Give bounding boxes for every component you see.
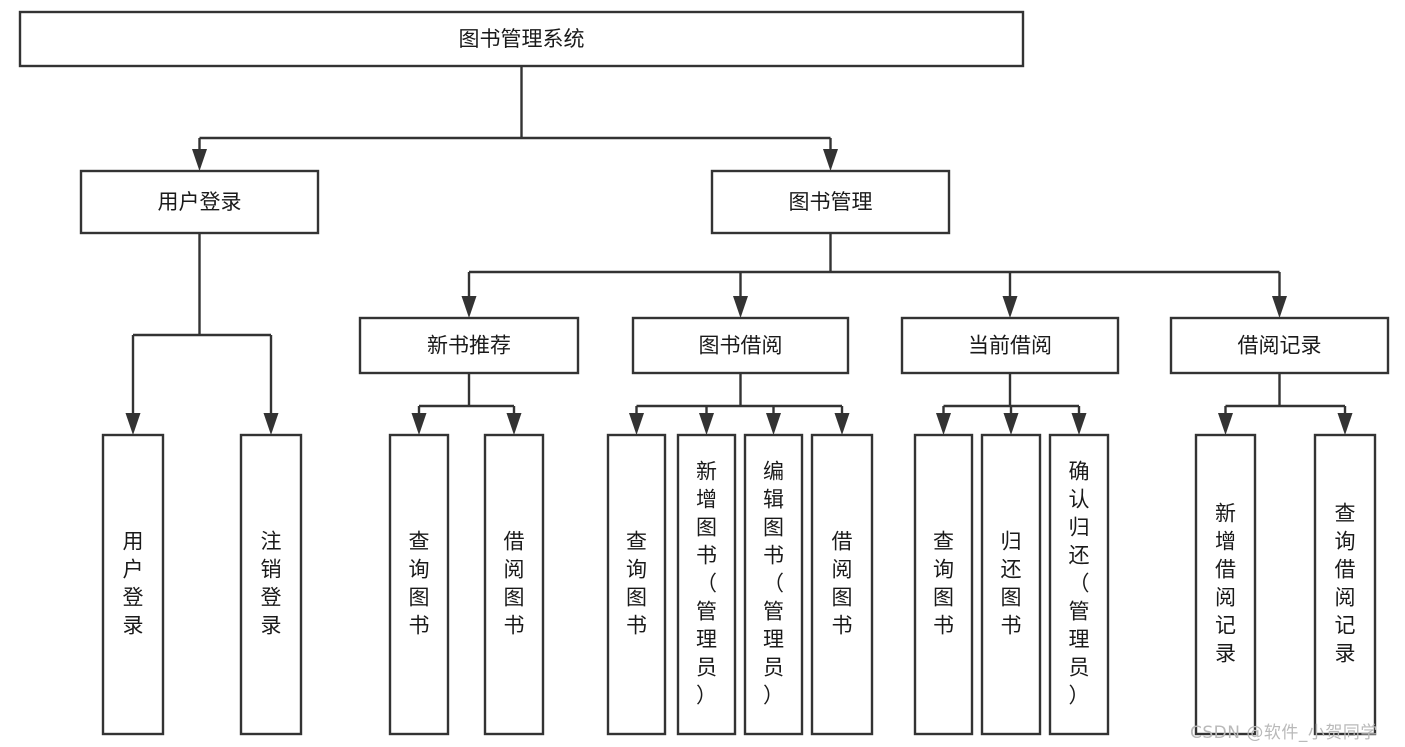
node-label: 注销登录 bbox=[261, 530, 282, 638]
nodes-layer: 图书管理系统用户登录图书管理新书推荐图书借阅当前借阅借阅记录用户登录注销登录查询… bbox=[18, 10, 1390, 736]
node-leaf-cur-confirm[interactable]: 确认归还（管理员） bbox=[1048, 433, 1110, 736]
node-box bbox=[483, 433, 545, 736]
node-box bbox=[1313, 433, 1377, 736]
arrow-head-icon bbox=[629, 413, 644, 435]
node-leaf-rec-add[interactable]: 新增借阅记录 bbox=[1194, 433, 1257, 736]
node-box bbox=[1169, 316, 1390, 375]
node-leaf-new-query[interactable]: 查询图书 bbox=[388, 433, 450, 736]
arrow-head-icon bbox=[1218, 413, 1233, 435]
node-label: 新增图书（管理员） bbox=[696, 460, 717, 708]
node-box bbox=[900, 316, 1120, 375]
node-box bbox=[913, 433, 974, 736]
arrow-head-icon bbox=[411, 413, 427, 435]
node-leaf-rec-query[interactable]: 查询借阅记录 bbox=[1313, 433, 1377, 736]
node-label: 图书管理 bbox=[789, 190, 873, 214]
arrow-head-icon bbox=[834, 413, 850, 435]
node-box bbox=[810, 433, 874, 736]
node-box bbox=[606, 433, 667, 736]
connector-group-l1_book bbox=[461, 233, 1287, 318]
node-label: 当前借阅 bbox=[968, 334, 1052, 358]
node-l2-new[interactable]: 新书推荐 bbox=[358, 316, 580, 375]
arrow-head-icon bbox=[766, 413, 781, 435]
node-l1-book[interactable]: 图书管理 bbox=[710, 169, 951, 235]
node-label: 查询图书 bbox=[626, 530, 647, 638]
node-l2-record[interactable]: 借阅记录 bbox=[1169, 316, 1390, 375]
node-box bbox=[18, 10, 1025, 68]
node-box bbox=[388, 433, 450, 736]
arrow-head-icon bbox=[1003, 413, 1019, 435]
arrow-head-icon bbox=[733, 296, 748, 318]
node-label: 新书推荐 bbox=[427, 334, 511, 358]
node-leaf-bo-query[interactable]: 查询图书 bbox=[606, 433, 667, 736]
arrow-head-icon bbox=[461, 296, 477, 318]
node-box bbox=[743, 433, 804, 736]
csdn-watermark: CSDN @软件_小贺同学 bbox=[1190, 723, 1378, 743]
node-label: 查询借阅记录 bbox=[1335, 502, 1356, 666]
node-leaf-bo-add[interactable]: 新增图书（管理员） bbox=[676, 433, 737, 736]
node-leaf-cur-query[interactable]: 查询图书 bbox=[913, 433, 974, 736]
arrow-head-icon bbox=[1337, 413, 1353, 435]
node-leaf-bo-lend[interactable]: 借阅图书 bbox=[810, 433, 874, 736]
connector-group-l2_record bbox=[1218, 373, 1353, 435]
node-label: 借阅图书 bbox=[832, 530, 853, 638]
node-l2-current[interactable]: 当前借阅 bbox=[900, 316, 1120, 375]
node-l2-borrow[interactable]: 图书借阅 bbox=[631, 316, 850, 375]
node-leaf-user-login[interactable]: 用户登录 bbox=[101, 433, 165, 736]
node-label: 归还图书 bbox=[1001, 530, 1022, 638]
node-label: 查询图书 bbox=[409, 530, 430, 638]
node-box bbox=[676, 433, 737, 736]
connector-group-l2_new bbox=[411, 373, 522, 435]
arrow-head-icon bbox=[263, 413, 279, 435]
node-box bbox=[79, 169, 320, 235]
arrow-head-icon bbox=[936, 413, 951, 435]
connectors-layer bbox=[125, 66, 1353, 435]
node-label: 借阅图书 bbox=[504, 530, 525, 638]
node-label: 用户登录 bbox=[123, 530, 144, 638]
arrow-head-icon bbox=[125, 413, 141, 435]
node-label: 用户登录 bbox=[158, 190, 242, 214]
connector-group-l2_current bbox=[936, 373, 1087, 435]
node-label: 图书管理系统 bbox=[459, 27, 585, 51]
node-leaf-bo-edit[interactable]: 编辑图书（管理员） bbox=[743, 433, 804, 736]
node-label: 编辑图书（管理员） bbox=[763, 460, 784, 708]
arrow-head-icon bbox=[1071, 413, 1087, 435]
node-label: 图书借阅 bbox=[699, 334, 783, 358]
node-label: 新增借阅记录 bbox=[1215, 502, 1236, 666]
arrow-head-icon bbox=[1002, 296, 1018, 318]
node-box bbox=[710, 169, 951, 235]
arrow-head-icon bbox=[823, 149, 838, 171]
node-label: 借阅记录 bbox=[1238, 334, 1322, 358]
node-label: 确认归还（管理员） bbox=[1069, 460, 1090, 708]
connector-group-l2_borrow bbox=[629, 373, 850, 435]
arrow-head-icon bbox=[1272, 296, 1287, 318]
arrow-head-icon bbox=[192, 149, 207, 171]
node-box bbox=[101, 433, 165, 736]
arrow-head-icon bbox=[506, 413, 522, 435]
arrow-head-icon bbox=[699, 413, 714, 435]
node-leaf-cur-return[interactable]: 归还图书 bbox=[980, 433, 1042, 736]
node-box bbox=[1048, 433, 1110, 736]
node-box bbox=[631, 316, 850, 375]
connector-group-l1_user bbox=[125, 233, 279, 435]
node-box bbox=[980, 433, 1042, 736]
node-box bbox=[358, 316, 580, 375]
node-l1-user[interactable]: 用户登录 bbox=[79, 169, 320, 235]
node-leaf-user-logout[interactable]: 注销登录 bbox=[239, 433, 303, 736]
node-label: 查询图书 bbox=[933, 530, 954, 638]
node-root[interactable]: 图书管理系统 bbox=[18, 10, 1025, 68]
node-leaf-new-borrow[interactable]: 借阅图书 bbox=[483, 433, 545, 736]
node-box bbox=[239, 433, 303, 736]
node-box bbox=[1194, 433, 1257, 736]
connector-group-root bbox=[192, 66, 838, 171]
